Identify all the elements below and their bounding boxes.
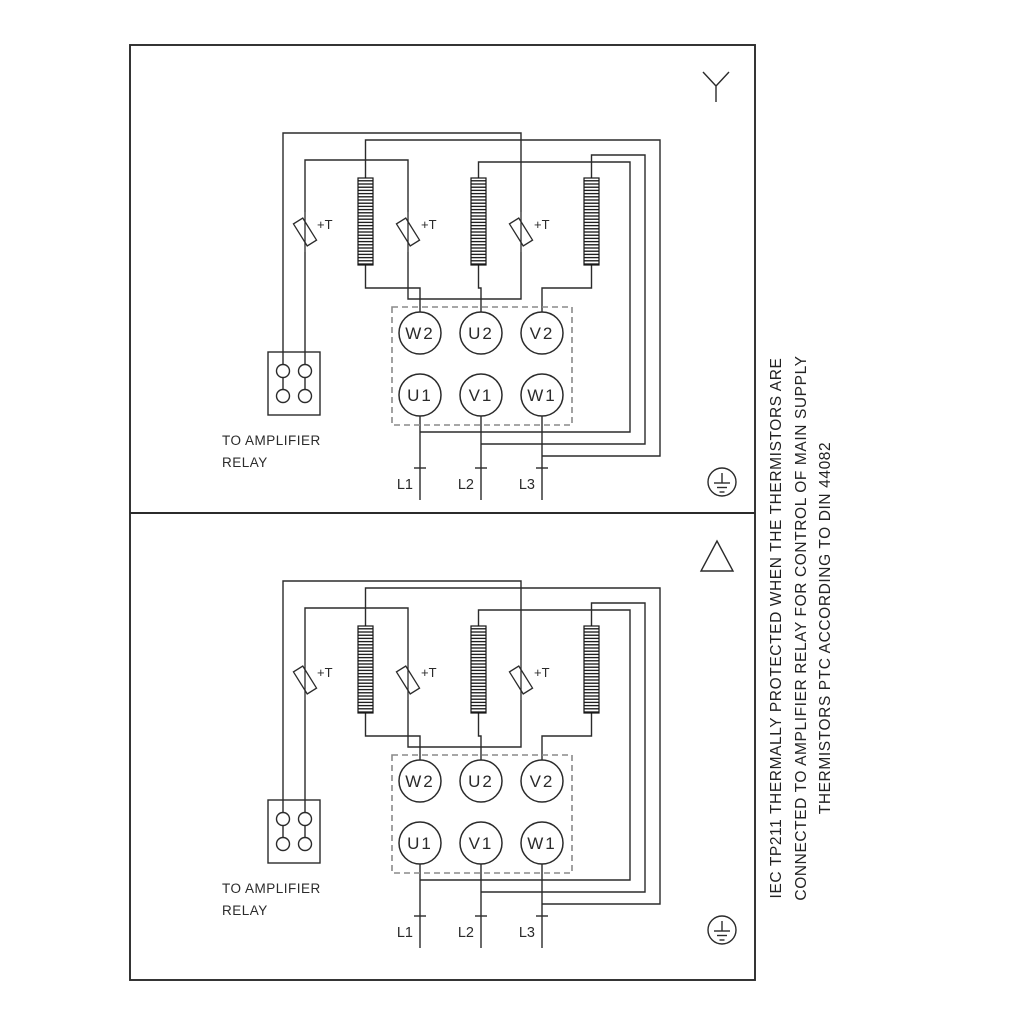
supply-label-l2: L2: [458, 925, 474, 941]
delta-icon: [699, 539, 735, 572]
terminal-label-v1: V1: [469, 386, 494, 405]
thermistor-label: +T: [421, 217, 437, 232]
panel-delta-labels: +T +T +T W2 U2 V2 U1 V1 W1 L1 L2 L3 TO A…: [222, 665, 557, 941]
sidebar-note: IEC TP211 THERMALLY PROTECTED WHEN THE T…: [768, 355, 834, 900]
thermistor-label: +T: [317, 665, 333, 680]
relay-note-line1: TO AMPLIFIER: [222, 881, 321, 896]
relay-note-line1: TO AMPLIFIER: [222, 433, 321, 448]
sidebar-note-line1: IEC TP211 THERMALLY PROTECTED WHEN THE T…: [768, 358, 785, 899]
relay-note-line2: RELAY: [222, 455, 268, 470]
sidebar-note-line2: CONNECTED TO AMPLIFIER RELAY FOR CONTROL…: [793, 355, 810, 900]
supply-label-l1: L1: [397, 477, 413, 493]
relay-note-line2: RELAY: [222, 903, 268, 918]
star-icon: [702, 71, 730, 102]
terminal-label-u2: U2: [468, 772, 494, 791]
outer-frame: [129, 44, 756, 981]
panel-star-labels: +T +T +T W2 U2 V2 U1 V1 W1 L1 L2 L3 TO A…: [222, 217, 557, 493]
terminal-label-v2: V2: [530, 324, 555, 343]
terminal-label-v1: V1: [469, 834, 494, 853]
terminal-label-w2: W2: [405, 324, 435, 343]
supply-label-l2: L2: [458, 477, 474, 493]
thermistor-label: +T: [317, 217, 333, 232]
terminal-label-u1: U1: [407, 386, 433, 405]
terminal-label-w1: W1: [527, 386, 557, 405]
supply-label-l1: L1: [397, 925, 413, 941]
supply-label-l3: L3: [519, 925, 535, 941]
supply-label-l3: L3: [519, 477, 535, 493]
terminal-label-u2: U2: [468, 324, 494, 343]
terminal-label-w1: W1: [527, 834, 557, 853]
thermistor-label: +T: [534, 665, 550, 680]
terminal-label-w2: W2: [405, 772, 435, 791]
terminal-label-v2: V2: [530, 772, 555, 791]
sidebar-note-line3: THERMISTORS PTC ACCORDING TO DIN 44082: [817, 442, 834, 815]
thermistor-label: +T: [421, 665, 437, 680]
panel-star-artwork: [268, 133, 736, 500]
thermistor-label: +T: [534, 217, 550, 232]
terminal-label-u1: U1: [407, 834, 433, 853]
panel-delta-artwork: [268, 581, 736, 948]
